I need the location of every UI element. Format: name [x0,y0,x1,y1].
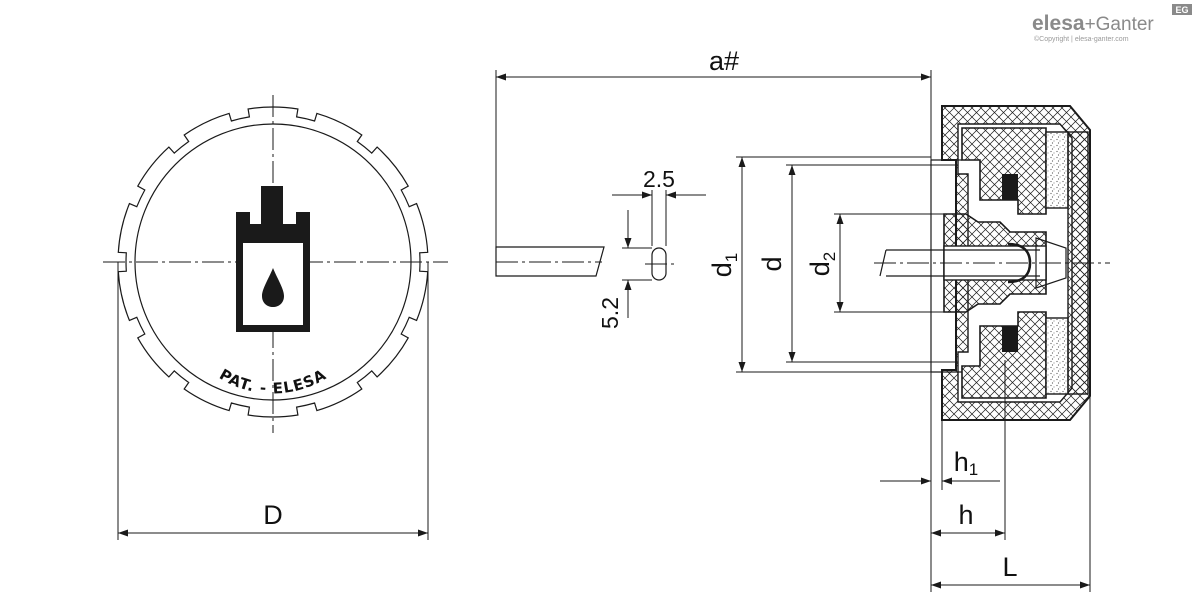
seal-upper [1002,174,1018,200]
insert-lower [1045,317,1069,395]
slot-width-label: 2.5 [643,166,675,192]
l-length-label: L [1002,552,1017,582]
a-length-label: a# [709,46,739,76]
d1-diameter-label: d1 [707,253,741,278]
brand-copyright: ©Copyright | elesa-ganter.com [1034,35,1129,43]
d-outer-diameter-label: D [263,500,283,530]
h1-height-label: h1 [954,447,979,479]
knob-front-view: PAT. - ELESA D [103,95,448,540]
insert-upper [1045,131,1069,209]
h-height-label: h [958,500,973,530]
knob-section-view: d1 d d2 h1 h L [707,105,1110,592]
d-bore-label: d [757,256,787,271]
shaft-view: a# [495,46,932,277]
oil-reservoir-icon [236,186,310,332]
d2-diameter-label: d2 [805,252,839,277]
svg-text:EG: EG [1175,5,1188,15]
brand-badge-icon [1172,4,1192,15]
slot-detail: 2.5 5.2 [597,166,706,329]
brand-logo: elesa+Ganter EG ©Copyright | elesa-gante… [1032,4,1192,43]
knob-outer-scalloped-outline [117,106,429,418]
slot-length-label: 5.2 [597,297,623,329]
brand-name: elesa+Ganter [1032,12,1154,35]
seal-lower [1002,326,1018,352]
shaft-stub [495,246,605,277]
oil-drop-icon [262,268,284,307]
